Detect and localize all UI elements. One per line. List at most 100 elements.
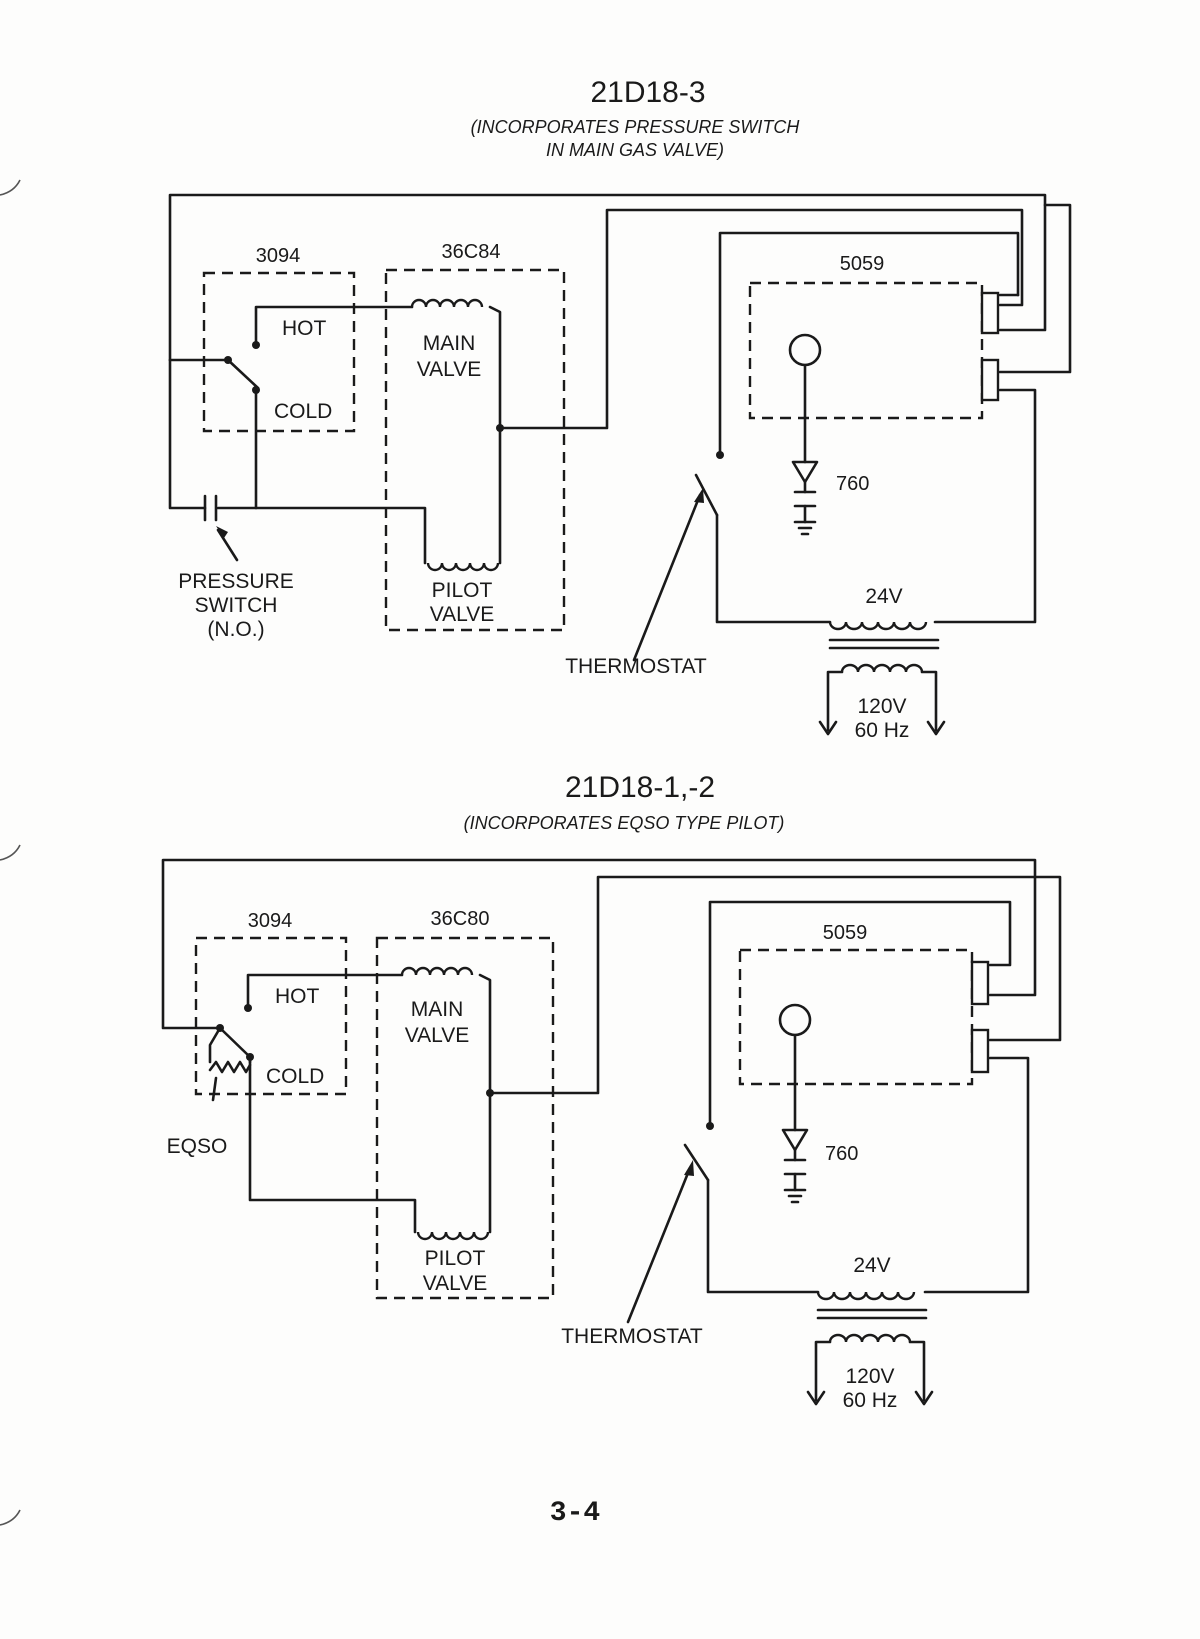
binder-mark-1 <box>0 179 21 196</box>
primary-frequency-label: 60 Hz <box>843 1389 898 1412</box>
label-3094: 3094 <box>256 245 301 267</box>
module-terminal-2-wire <box>998 203 1072 374</box>
eqso-arrow <box>211 1076 218 1102</box>
transformer-return-wire <box>923 1056 1030 1294</box>
transformer-return-wire <box>933 388 1037 624</box>
sensor-diode-icon <box>781 1128 809 1152</box>
diagram-title: 21D18-3 <box>590 76 705 109</box>
valve-to-module-wire <box>498 208 1024 430</box>
pilot-valve-label-1: PILOT <box>425 1247 486 1270</box>
primary-lead-right <box>920 670 938 732</box>
pressure-switch-label-3: (N.O.) <box>207 618 264 641</box>
transformer-secondary-coil <box>816 1291 916 1301</box>
module-terminal-b <box>970 1028 990 1074</box>
eqso-heater-icon <box>208 1060 252 1074</box>
flame-rod-icon <box>778 1003 812 1037</box>
transformer-secondary-coil <box>828 621 928 631</box>
thermostat-contact <box>706 1122 714 1130</box>
secondary-voltage-label: 24V <box>865 585 902 608</box>
gas-valve-36c84-box <box>384 268 566 632</box>
pilot-valve-coil <box>426 562 500 572</box>
transformer-primary-coil <box>840 663 924 673</box>
pressure-switch-left-wire <box>168 358 207 510</box>
hot-contact <box>252 341 260 349</box>
primary-voltage-label: 120V <box>845 1365 894 1388</box>
pilot-feed-wire <box>216 506 427 565</box>
sensor-label-760: 760 <box>825 1143 858 1165</box>
main-valve-coil <box>410 298 484 308</box>
transformer-primary-coil <box>828 1333 912 1343</box>
pilot-valve-label-2: VALVE <box>423 1272 488 1295</box>
switch-common-wire <box>218 1026 252 1059</box>
gas-valve-36c80-box <box>375 936 555 1300</box>
pressure-switch-arrow <box>216 528 239 562</box>
pilot-valve-label-1: PILOT <box>432 579 493 602</box>
label-36c84: 36C84 <box>442 241 501 263</box>
page-number: 3-4 <box>550 1498 600 1529</box>
label-5059: 5059 <box>823 922 868 944</box>
thermostat-feed-wire <box>708 900 1012 1127</box>
thermostat-arrowhead <box>684 1160 694 1176</box>
thermostat-arrow <box>626 1166 692 1324</box>
cold-label: COLD <box>266 1065 324 1088</box>
switch-pivot <box>224 356 232 364</box>
primary-arrow-right-icon <box>926 720 946 736</box>
eqso-label: EQSO <box>167 1135 228 1158</box>
valve-junction <box>496 424 504 432</box>
hot-contact-wire <box>246 973 404 1009</box>
primary-lead-left <box>814 1340 832 1402</box>
valve-to-module-wire <box>488 875 1062 1095</box>
main-valve-coil <box>400 966 474 976</box>
switch-common-wire <box>168 358 260 390</box>
primary-arrow-left-icon <box>818 720 838 736</box>
thermostat-to-transformer-wire <box>715 513 832 624</box>
secondary-voltage-label: 24V <box>853 1254 890 1277</box>
label-36c80: 36C80 <box>431 908 490 930</box>
control-3094-box <box>194 936 348 1096</box>
thermostat-to-transformer-wire <box>706 1178 820 1294</box>
valve-junction <box>486 1089 494 1097</box>
thermostat-contact <box>716 451 724 459</box>
thermostat-label: THERMOSTAT <box>565 655 707 678</box>
module-5059-box <box>748 281 984 420</box>
pilot-valve-label-2: VALVE <box>430 603 495 626</box>
hot-contact <box>244 1004 252 1012</box>
hot-label: HOT <box>275 985 320 1008</box>
thermostat-arrow <box>632 493 702 662</box>
diagram-21d18-1-2: 21D18-1,-2 (INCORPORATES EQSO TYPE PILOT… <box>161 771 1062 1412</box>
main-valve-label-2: VALVE <box>405 1024 470 1047</box>
pilot-feed-wire <box>248 1055 417 1234</box>
control-3094-box <box>202 271 356 433</box>
sensor-diode-icon <box>791 460 819 484</box>
binder-mark-2 <box>0 844 21 861</box>
cold-label: COLD <box>274 400 332 423</box>
primary-voltage-label: 120V <box>857 695 906 718</box>
hot-contact-wire <box>254 305 414 347</box>
main-valve-label-1: MAIN <box>411 998 464 1021</box>
valve-common-wire <box>488 305 502 565</box>
thermostat-label: THERMOSTAT <box>561 1325 703 1348</box>
main-valve-label-1: MAIN <box>423 332 476 355</box>
module-terminal-a <box>980 291 1000 335</box>
primary-lead-right <box>908 1340 926 1402</box>
thermostat-feed-wire <box>718 231 1020 454</box>
outer-loop-wire <box>161 858 1037 1030</box>
pressure-switch-label-1: PRESSURE <box>178 570 294 593</box>
binder-mark-3 <box>0 1509 21 1526</box>
module-terminal-a <box>970 960 990 1006</box>
label-5059: 5059 <box>840 253 885 275</box>
diagram-subtitle: (INCORPORATES EQSO TYPE PILOT) <box>464 813 785 833</box>
primary-arrow-left-icon <box>806 1390 826 1406</box>
diagram-subtitle-line1: (INCORPORATES PRESSURE SWITCH <box>471 117 801 137</box>
diagram-subtitle-line2: IN MAIN GAS VALVE) <box>546 140 724 160</box>
thermostat-arrowhead <box>694 488 704 503</box>
pressure-switch-label-2: SWITCH <box>195 594 278 617</box>
main-valve-label-2: VALVE <box>417 358 482 381</box>
cold-contact <box>252 386 260 394</box>
valve-common-wire <box>478 973 492 1234</box>
primary-frequency-label: 60 Hz <box>855 719 910 742</box>
eqso-lead-left <box>208 1026 222 1064</box>
primary-lead-left <box>826 670 844 732</box>
